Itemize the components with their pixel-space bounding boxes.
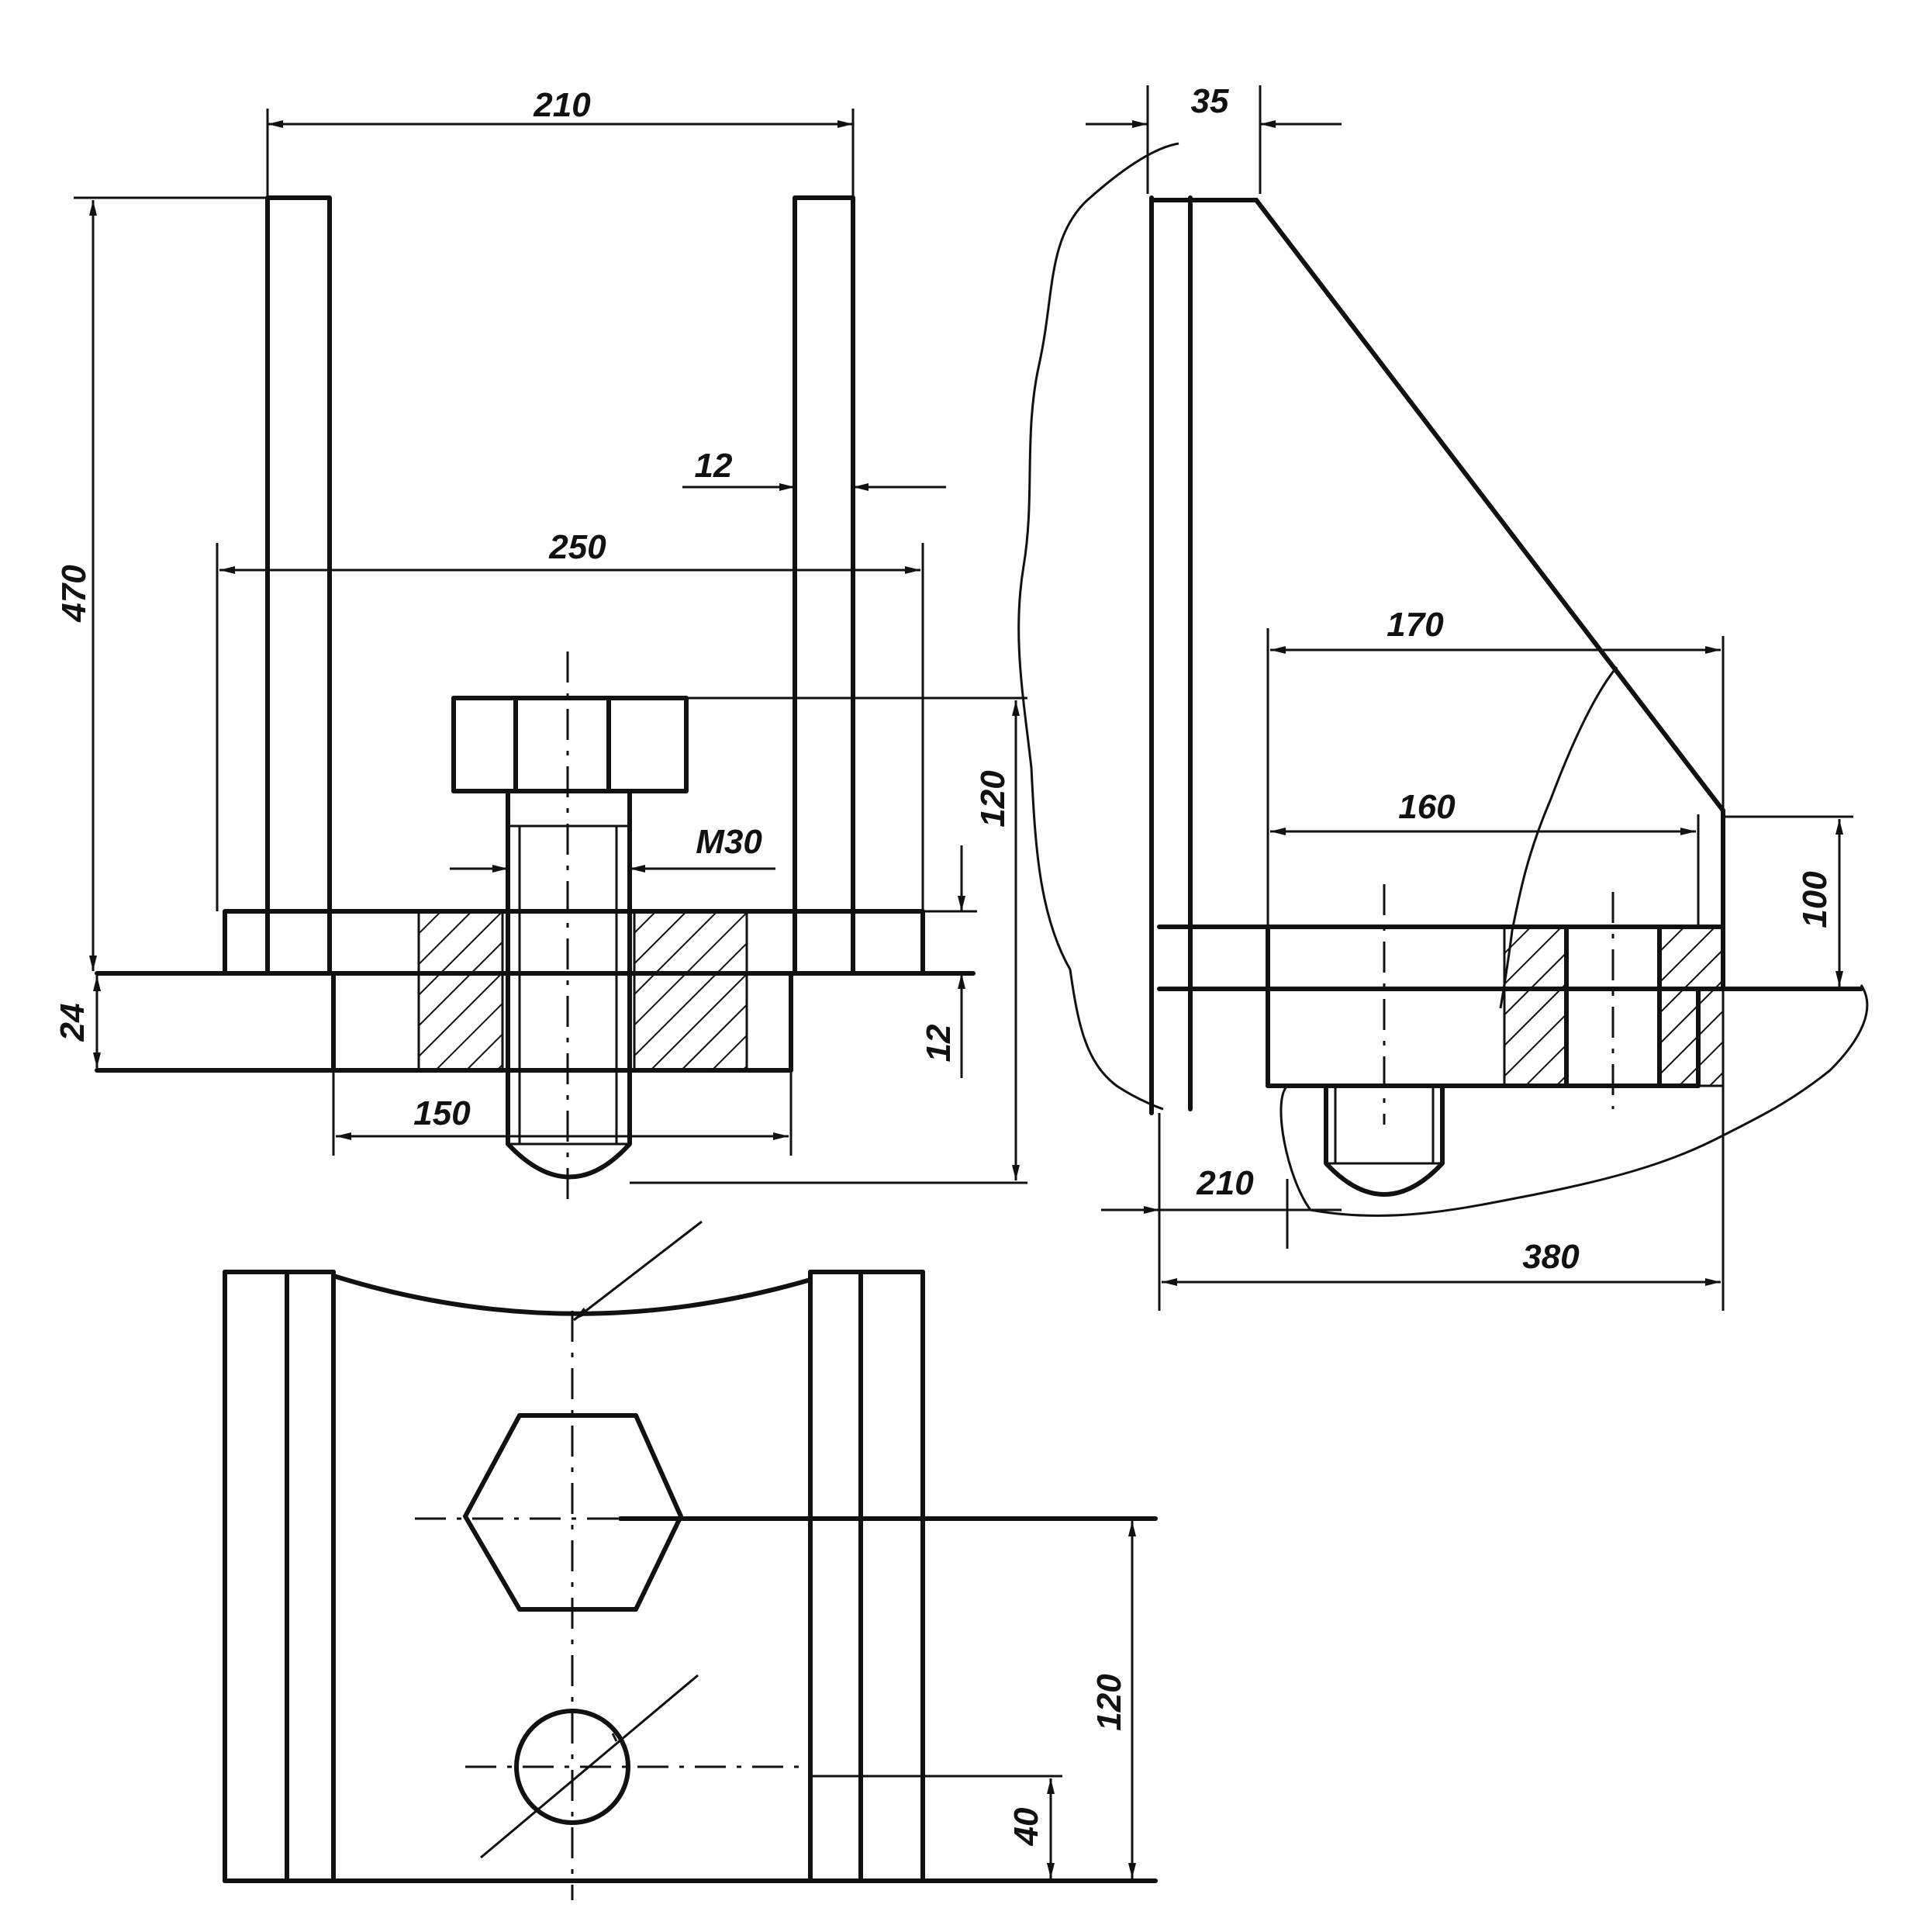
bolt-shank [506, 789, 632, 1180]
section-hatch-left-lower [417, 972, 504, 1072]
dim-12-top: 12 [695, 447, 733, 485]
dim-470: 470 [55, 565, 93, 623]
side-bolt-end [1324, 1084, 1445, 1197]
dim-12-right: 12 [920, 1024, 958, 1062]
dim-100: 100 [1796, 871, 1834, 928]
dim-40: 40 [1007, 1807, 1045, 1846]
weld-curve [331, 1274, 813, 1316]
dim-210-top: 210 [533, 86, 591, 124]
dim-160: 160 [1398, 788, 1456, 826]
gusset-slope [1254, 198, 1725, 813]
dim-24: 24 [54, 1004, 92, 1042]
bolt-head [451, 696, 689, 793]
side-hatch-2 [1658, 925, 1725, 1087]
section-hatch-left-upper [417, 910, 504, 975]
weld-leader [573, 1220, 703, 1322]
dim-35: 35 [1191, 82, 1229, 120]
side-hatch-1 [1503, 925, 1568, 1087]
dim-150: 150 [413, 1094, 471, 1132]
right-plate [793, 195, 855, 976]
section-hatch-right-lower [633, 972, 748, 1072]
bolt-hole [514, 1709, 630, 1825]
break-line [1017, 142, 1179, 1111]
dim-M30: M30 [696, 823, 762, 861]
dim-210-side: 210 [1196, 1164, 1254, 1202]
left-plate [265, 195, 332, 976]
side-view: 35 170 160 100 210 380 [1017, 82, 1869, 1311]
dim-120-plan: 120 [1090, 1674, 1128, 1731]
hex-nut [463, 1413, 683, 1612]
dim-170: 170 [1387, 606, 1444, 644]
section-hatch-right-upper [633, 910, 748, 975]
base-block [1266, 987, 1701, 1088]
front-view: 210 470 24 12 250 120 M30 12 [54, 86, 1027, 1210]
dim-250: 250 [548, 528, 606, 566]
plan-view: 120 40 [223, 1220, 1158, 1900]
dim-120-front: 120 [974, 770, 1012, 828]
dim-380: 380 [1522, 1238, 1580, 1276]
